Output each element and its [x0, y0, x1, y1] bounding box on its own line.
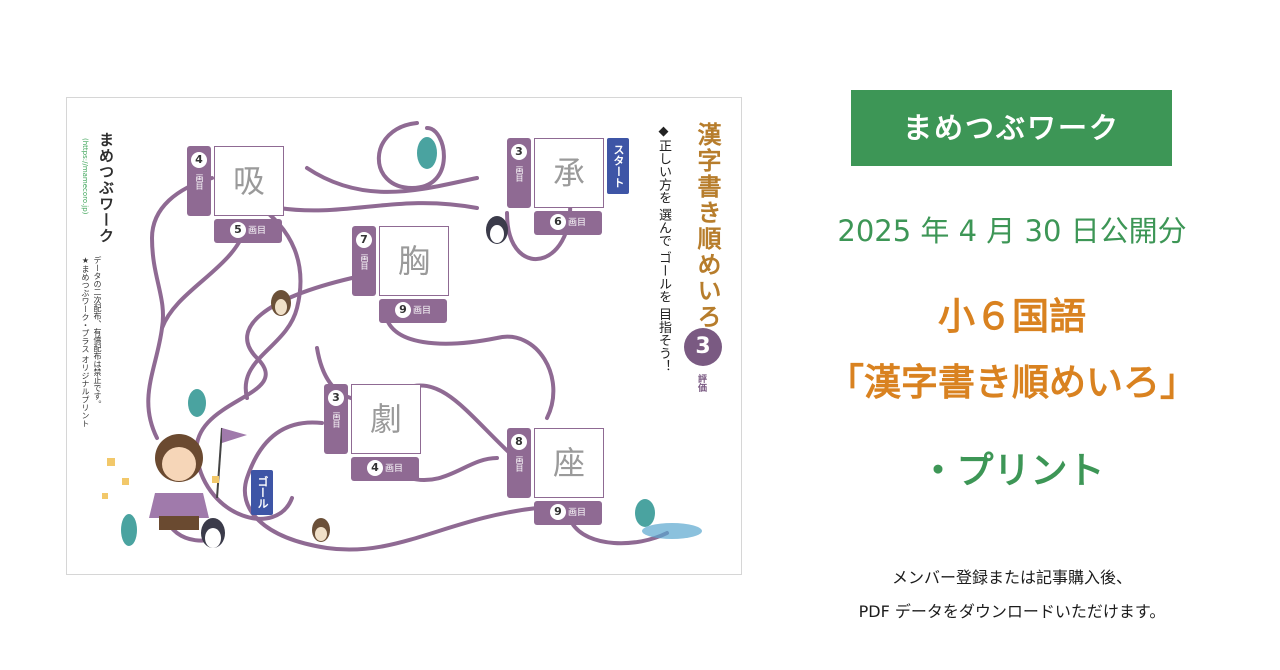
download-note-line1: メンバー登録または記事購入後、 — [891, 568, 1132, 587]
kanji-box: 胸 — [379, 226, 449, 296]
headline-title: 「漢字書き順めいろ」 — [827, 361, 1197, 404]
worksheet-brand: まめつぶワーク — [97, 132, 115, 244]
stroke-unit: 画目 — [515, 456, 524, 472]
maze-paths — [102, 121, 702, 552]
start-tag: スタート — [607, 138, 629, 194]
download-note-line2: PDF データをダウンロードいただけます。 — [858, 602, 1166, 621]
kanji-box: 吸 — [214, 146, 284, 216]
stroke-count: 6 — [549, 214, 566, 230]
stroke-number-tab: 3 画目 — [324, 384, 348, 454]
kanji-box: 承 — [534, 138, 604, 208]
girl-illustration — [102, 427, 247, 530]
stroke-unit: 画目 — [384, 464, 403, 474]
stroke-number: 4 — [191, 152, 207, 168]
stroke-count: 4 — [366, 460, 383, 476]
stroke-unit: 画目 — [567, 218, 586, 228]
stroke-number: 7 — [356, 232, 372, 248]
stroke-unit: 画目 — [195, 174, 204, 190]
stroke-unit: 画目 — [515, 166, 524, 182]
goal-tag: ゴール — [251, 470, 273, 515]
worksheet-title: 漢字書き順めいろ — [693, 122, 721, 330]
kanji-box: 劇 — [351, 384, 421, 454]
publish-date: 2025 年 4 月 30 日公開分 — [837, 214, 1187, 248]
stroke-number-tab: 8 画目 — [507, 428, 531, 498]
kanji-box: 座 — [534, 428, 604, 498]
worksheet-credit: ★まめつぶワーク・プラス オリジナルプリント — [81, 256, 90, 428]
stroke-unit: 画目 — [412, 306, 431, 316]
stroke-number: 3 — [328, 390, 344, 406]
stroke-number: 8 — [511, 434, 527, 450]
instruction-text: ◆正しい方を 選んで ゴールを 目指そう！ — [656, 124, 671, 373]
stroke-number: 3 — [511, 144, 527, 160]
worksheet-number: 3 — [684, 328, 722, 366]
penguin-illustration — [121, 137, 702, 548]
stroke-unit: 画目 — [360, 254, 369, 270]
worksheet-preview: (https://mamecoro.jp) まめつぶワーク データの二次配布、有… — [66, 97, 742, 575]
stroke-number-tab: 3 画目 — [507, 138, 531, 208]
stroke-unit: 画目 — [567, 508, 586, 518]
brand-pill: まめつぶワーク — [851, 90, 1172, 166]
stroke-count: 9 — [394, 302, 411, 318]
stroke-number-tab: 7 画目 — [352, 226, 376, 296]
stroke-count: 9 — [549, 504, 566, 520]
stroke-count: 5 — [229, 222, 246, 238]
evaluation-label: 評価 — [696, 374, 706, 392]
worksheet-note: データの二次配布、有償配布は禁止です。 — [93, 256, 102, 408]
stroke-unit: 画目 — [332, 412, 341, 428]
stroke-number-tab: 4 画目 — [187, 146, 211, 216]
headline-grade: 小６国語 — [938, 295, 1086, 338]
worksheet-url: (https://mamecoro.jp) — [81, 138, 89, 215]
headline-print: ・プリント — [919, 449, 1105, 492]
stroke-unit: 画目 — [247, 226, 266, 236]
